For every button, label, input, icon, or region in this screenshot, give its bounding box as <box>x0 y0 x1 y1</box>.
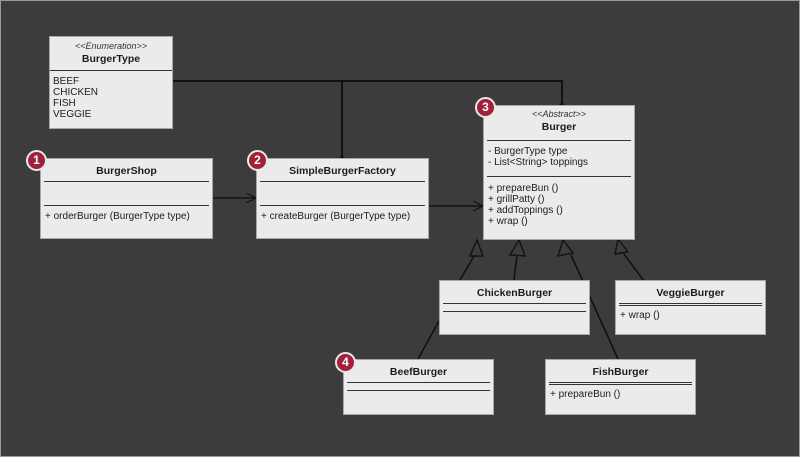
method-row: + prepareBun () <box>488 183 559 194</box>
beef-inherit-line <box>417 320 440 360</box>
enum-stereotype: <<Enumeration>> <box>74 41 148 51</box>
enum-value: CHICKEN <box>53 87 99 98</box>
enum-value: FISH <box>53 98 76 109</box>
burger-stereotype: <<Abstract>> <box>531 109 587 119</box>
chicken-burger-class[interactable]: ChickenBurger <box>439 280 590 335</box>
factory-sep1 <box>260 181 425 182</box>
fish-sep2 <box>549 384 692 385</box>
veggie-methods: + wrap () <box>620 310 761 321</box>
method-row: + wrap () <box>620 310 660 321</box>
inherit-triangle-1 <box>468 238 485 257</box>
fish-sep1 <box>549 382 692 383</box>
burger-shop-class[interactable]: BurgerShop + orderBurger (BurgerType typ… <box>40 158 213 239</box>
enum-to-factory-edge <box>172 80 563 105</box>
burger-abstract-class[interactable]: <<Abstract>> Burger - BurgerType type - … <box>483 105 635 240</box>
attribute-row: - List<String> toppings <box>488 157 589 168</box>
burger-shop-sep2 <box>44 205 209 206</box>
chicken-sep1 <box>443 303 586 304</box>
enum-separator <box>50 70 172 71</box>
chicken-inherit-line-b <box>513 254 518 281</box>
beef-burger-name: BeefBurger <box>389 366 448 378</box>
veggie-burger-class[interactable]: VeggieBurger + wrap () <box>615 280 766 335</box>
factory-name: SimpleBurgerFactory <box>289 165 396 177</box>
enum-values: BEEF CHICKEN FISH VEGGIE <box>53 76 168 120</box>
simple-burger-factory-class[interactable]: SimpleBurgerFactory + createBurger (Burg… <box>256 158 429 239</box>
chicken-sep2 <box>443 311 586 312</box>
enum-value: VEGGIE <box>53 109 92 120</box>
beef-burger-class[interactable]: BeefBurger <box>343 359 494 415</box>
burger-name: Burger <box>541 121 577 133</box>
veggie-burger-name: VeggieBurger <box>656 287 725 299</box>
fish-methods: + prepareBun () <box>550 389 691 400</box>
burger-shop-sep1 <box>44 181 209 182</box>
inherit-triangle-2 <box>508 238 527 257</box>
method-row: + prepareBun () <box>550 389 621 400</box>
method-row: + orderBurger (BurgerType type) <box>45 211 190 222</box>
method-row: + wrap () <box>488 216 528 227</box>
fish-burger-class[interactable]: FishBurger + prepareBun () <box>545 359 696 415</box>
step-badge-2: 2 <box>247 150 268 171</box>
step-badge-1: 1 <box>26 150 47 171</box>
factory-sep2 <box>260 205 425 206</box>
method-row: + createBurger (BurgerType type) <box>261 211 411 222</box>
burger-sep2 <box>487 176 631 177</box>
method-row: + grillPatty () <box>488 194 545 205</box>
step-badge-3: 3 <box>475 97 496 118</box>
burger-shop-methods: + orderBurger (BurgerType type) <box>45 211 208 222</box>
chicken-burger-name: ChickenBurger <box>476 287 553 299</box>
veggie-sep1 <box>619 303 762 304</box>
enum-name: BurgerType <box>81 53 141 65</box>
veggie-sep2 <box>619 305 762 306</box>
fish-burger-name: FishBurger <box>592 366 649 378</box>
step-badge-4: 4 <box>335 352 356 373</box>
method-row: + addToppings () <box>488 205 563 216</box>
attribute-row: - BurgerType type <box>488 146 568 157</box>
enum-value: BEEF <box>53 76 80 87</box>
chicken-inherit-line-a <box>459 255 475 281</box>
factory-methods: + createBurger (BurgerType type) <box>261 211 424 222</box>
veggie-inherit-line <box>623 253 645 282</box>
beef-sep2 <box>347 390 490 391</box>
inherit-triangle-4 <box>614 237 630 255</box>
fish-inherit-line <box>570 254 619 360</box>
burger-shop-name: BurgerShop <box>96 165 157 177</box>
inherit-triangle-3 <box>556 238 575 257</box>
burger-attributes: - BurgerType type - List<String> topping… <box>488 146 630 168</box>
burger-methods: + prepareBun () + grillPatty () + addTop… <box>488 183 630 227</box>
burger-sep1 <box>487 140 631 141</box>
beef-sep1 <box>347 382 490 383</box>
burger-type-enum[interactable]: <<Enumeration>> BurgerType BEEF CHICKEN … <box>49 36 173 129</box>
